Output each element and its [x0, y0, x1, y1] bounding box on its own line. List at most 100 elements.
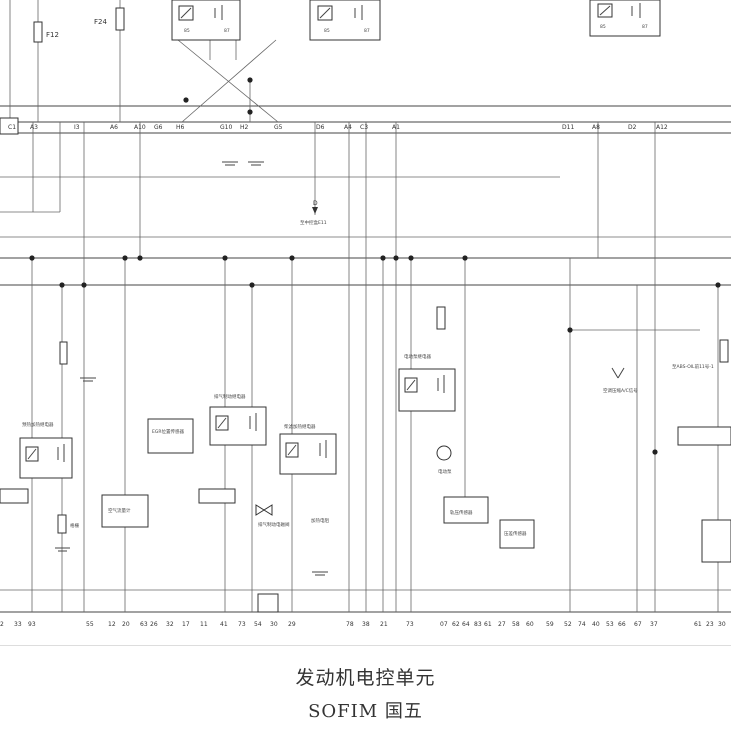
bottom-pin-1: 33	[14, 621, 22, 628]
air-flow-meter: 空气流量计	[101, 494, 149, 528]
fuel-heat-relay: 柴滤加热继电器 加热电阻	[279, 423, 337, 524]
top-pin-10: D6	[316, 124, 325, 131]
bottom-pin-32: 53	[606, 621, 614, 628]
bottom-pin-6: 63	[140, 621, 148, 628]
bottom-pin-28: 59	[546, 621, 554, 628]
bottom-pin-11: 41	[220, 621, 228, 628]
svg-text:85: 85	[184, 28, 190, 34]
ground-symbols	[55, 161, 328, 576]
abs-note: 至ABS-OIL前11号-1	[672, 363, 714, 370]
exhaust-brake-relay-label: 排气制动继电器	[214, 393, 246, 400]
ac-signal-label: 空调压缩A/C信号	[603, 387, 638, 394]
pump-relay-label: 电动泵继电器	[404, 353, 431, 360]
exhaust-brake-relay: 排气制动继电器	[209, 393, 267, 446]
vertical-wires	[9, 0, 719, 612]
top-pin-6: H6	[176, 124, 185, 131]
svg-text:87: 87	[224, 28, 230, 34]
central-box-label: 至中控盒E11	[300, 219, 327, 226]
rail-pressure-sensor: 轨压传感器	[443, 496, 489, 524]
bottom-pin-33: 66	[618, 621, 626, 628]
right-lower-box	[701, 519, 731, 563]
wiring-diagram: 85 87 85 87 85 87 F12 F24 D 至中控盒E11	[0, 0, 731, 628]
preheat-relay: 预热加热继电器	[19, 421, 73, 479]
bottom-pin-36: 61	[694, 621, 702, 628]
top-relay-1: 85 87	[171, 0, 241, 41]
bottom-pin-18: 21	[380, 621, 388, 628]
fuse-f24: F24	[94, 7, 125, 31]
top-pin-17: A12	[656, 124, 668, 131]
top-pin-8: H2	[240, 124, 249, 131]
heat-resistor-label: 加热电阻	[311, 517, 329, 524]
bottom-pin-31: 40	[592, 621, 600, 628]
bottom-pin-35: 37	[650, 621, 658, 628]
top-pin-3: A6	[110, 124, 118, 131]
air-flow-meter-label: 空气流量计	[108, 507, 131, 514]
bottom-pin-4: 12	[108, 621, 116, 628]
pump-fuse	[436, 306, 446, 330]
grid-heater-label: 格栅	[70, 522, 79, 529]
bottom-pin-12: 73	[238, 621, 246, 628]
rail-pressure-label: 轨压传感器	[450, 509, 473, 516]
bottom-pin-20: 07	[440, 621, 448, 628]
diagram-subtitle: SOFIM 国五	[308, 701, 423, 722]
pressure-sensor-label: 压差传感器	[504, 530, 527, 537]
svg-text:85: 85	[324, 28, 330, 34]
cross-wires	[177, 39, 279, 123]
bottom-pin-38: 30	[718, 621, 726, 628]
preheat-fuse	[59, 341, 68, 365]
pressure-sensor: 压差传感器	[499, 519, 535, 549]
top-pin-16: D2	[628, 124, 637, 131]
svg-text:85: 85	[600, 24, 606, 30]
bottom-pin-34: 67	[634, 621, 642, 628]
bottom-pin-9: 17	[182, 621, 190, 628]
top-relay-3: 85 87	[589, 0, 661, 37]
top-pin-4: A10	[134, 124, 146, 131]
bottom-pin-26: 58	[512, 621, 520, 628]
bottom-pin-37: 23	[706, 621, 714, 628]
bottom-pin-19: 73	[406, 621, 414, 628]
junction-dots	[29, 77, 721, 455]
top-pin-12: C3	[360, 124, 368, 131]
right-module-box	[677, 426, 731, 446]
top-pin-1: A3	[30, 124, 38, 131]
top-pin-14: D11	[562, 124, 574, 131]
egr-sensor-label: EGR位置传感器	[152, 428, 184, 435]
bottom-pin-27: 60	[526, 621, 534, 628]
bottom-pin-29: 52	[564, 621, 572, 628]
top-pin-2: I3	[74, 124, 80, 131]
fuse-f12-label: F12	[46, 31, 59, 39]
svg-text:87: 87	[364, 28, 370, 34]
left-edge-box	[0, 117, 19, 135]
bottom-pin-21: 62	[452, 621, 460, 628]
grid-heater: 格栅	[57, 514, 79, 534]
bottom-pin-22: 64	[462, 621, 470, 628]
right-fuse	[719, 339, 729, 363]
bottom-pin-13: 54	[254, 621, 262, 628]
exhaust-valve-label: 排气制动电磁阀	[258, 521, 290, 528]
top-relay-2: 85 87	[309, 0, 381, 41]
top-pin-7: G10	[220, 124, 232, 131]
temp-sensor-box	[198, 488, 236, 504]
electric-pump: 电动泵	[436, 445, 452, 475]
ac-signal: 空调压缩A/C信号	[603, 367, 638, 394]
top-pin-11: A4	[344, 124, 352, 131]
arrow-to-central-box: D 至中控盒E11	[300, 200, 327, 226]
bottom-pin-24: 61	[484, 621, 492, 628]
egr-sensor: EGR位置传感器	[147, 418, 194, 454]
bottom-pin-25: 27	[498, 621, 506, 628]
electric-pump-label: 电动泵	[438, 468, 452, 475]
top-pin-9: G5	[274, 124, 283, 131]
bottom-pin-15: 29	[288, 621, 296, 628]
top-pin-13: A1	[392, 124, 400, 131]
svg-text:87: 87	[642, 24, 648, 30]
bottom-pin-10: 11	[200, 621, 208, 628]
left-lower-box	[0, 488, 29, 504]
bottom-pin-8: 32	[166, 621, 174, 628]
diagram-title: 发动机电控单元	[295, 667, 436, 689]
fuse-f24-label: F24	[94, 18, 107, 26]
bottom-pin-2: 93	[28, 621, 36, 628]
bottom-pin-3: 55	[86, 621, 94, 628]
fuse-f12: F12	[33, 21, 59, 43]
